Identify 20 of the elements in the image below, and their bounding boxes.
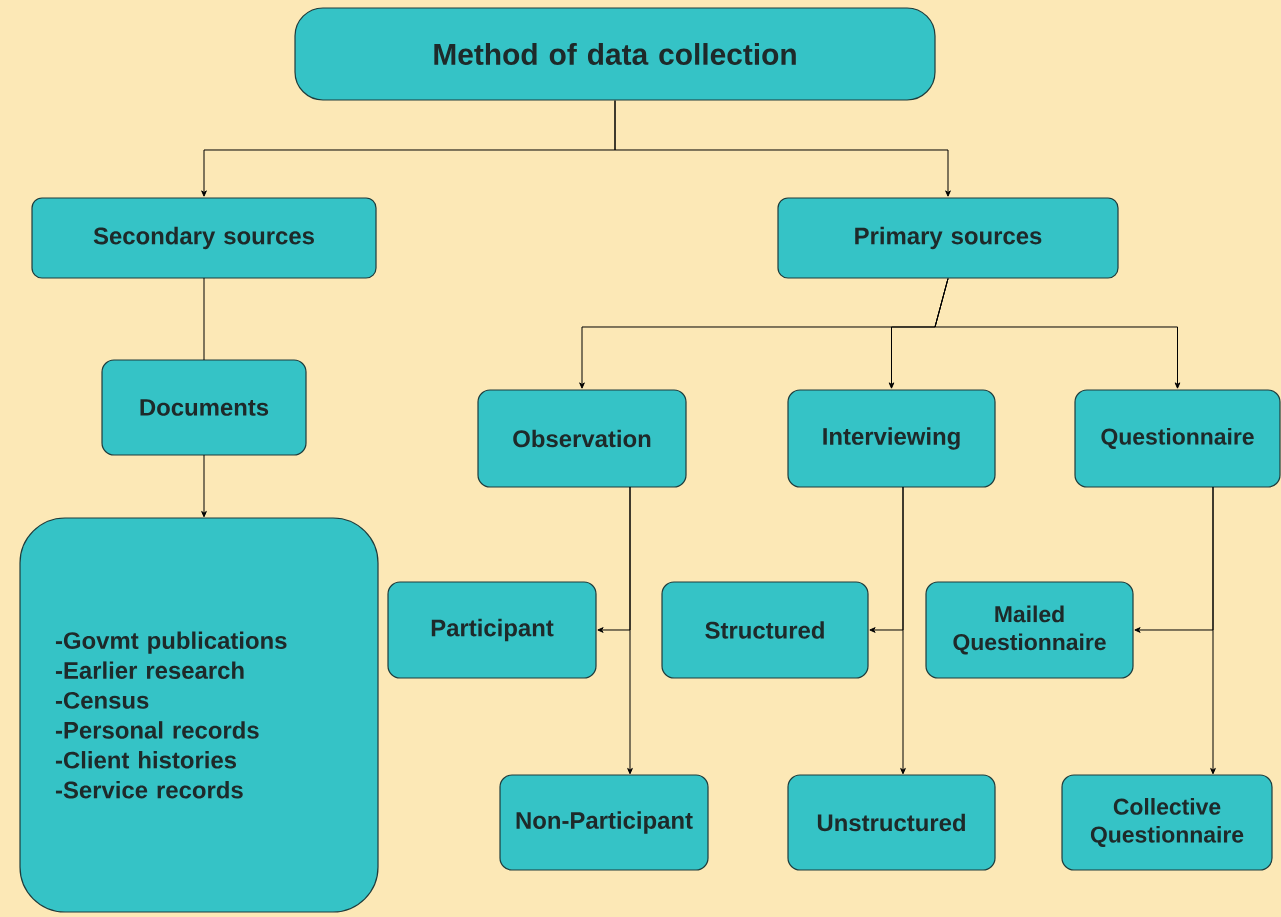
process-box: Collective Questionnaire [1061, 774, 1273, 871]
connector-arrow [934, 278, 1181, 389]
process-box: Documents [101, 359, 307, 456]
connector-arrow [1210, 486, 1216, 775]
process-box: Mailed Questionnaire [925, 581, 1134, 679]
process-box: Non-Participant [499, 774, 709, 871]
connector-arrow [900, 486, 906, 775]
list-box: -Govmt publications -Earlier research -Census -Personal records -Client histories -Service records [19, 517, 379, 913]
connector-arrow [627, 486, 633, 775]
process-box: Participant [387, 581, 597, 679]
process-box: Secondary sources [31, 197, 377, 279]
process-box: Observation [477, 389, 687, 488]
process-box: Primary sources [777, 197, 1119, 279]
process-box: Interviewing [787, 389, 996, 488]
process-box: Structured [661, 581, 869, 679]
connector-arrow [201, 454, 207, 518]
process-box: Questionnaire [1074, 389, 1281, 488]
connector-arrow [614, 100, 951, 197]
process-box: Unstructured [787, 774, 996, 871]
title-box: Method of data collection [294, 7, 936, 101]
